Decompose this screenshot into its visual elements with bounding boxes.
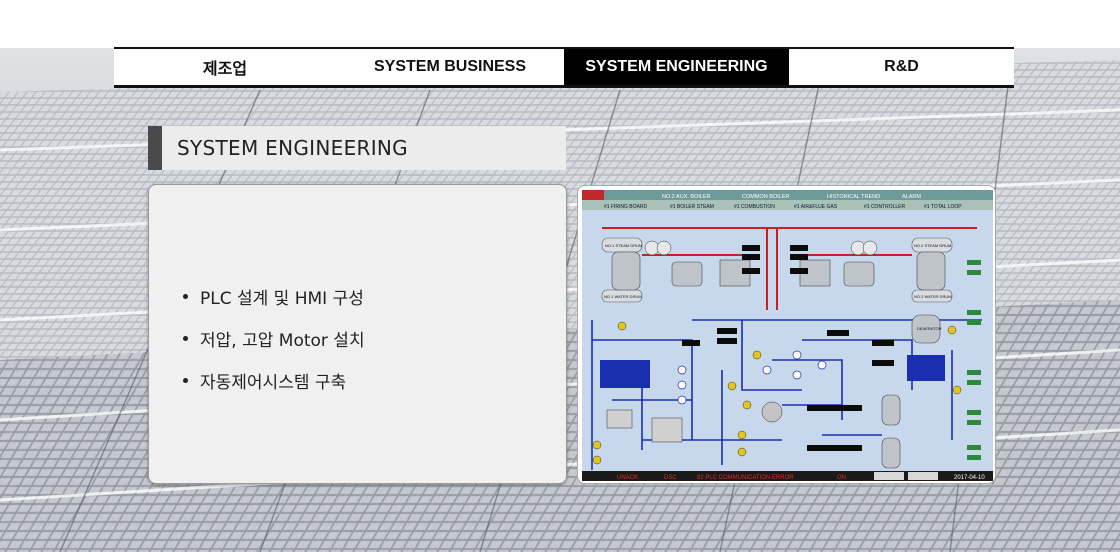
content-card: PLC 설계 및 HMI 구성 저압, 고압 Motor 설치 자동제어시스템 … bbox=[148, 184, 567, 484]
hmi-label: NO.2 STEAM DRUM bbox=[914, 243, 951, 248]
hmi-label: DEAERATOR bbox=[917, 326, 942, 331]
main-nav: 제조업 SYSTEM BUSINESS SYSTEM ENGINEERING R… bbox=[114, 47, 1014, 88]
hmi-tab: ALARM bbox=[902, 194, 921, 200]
hmi-label: NO.1 WATER DRUM bbox=[604, 294, 642, 299]
hmi-subtab: #1 COMBUSTION bbox=[734, 204, 775, 210]
section-title: SYSTEM ENGINEERING bbox=[177, 136, 408, 160]
hmi-screenshot: NO.2 AUX. BOILER COMMON BOILER HISTORICA… bbox=[582, 190, 993, 481]
hmi-screenshot-frame: NO.2 AUX. BOILER COMMON BOILER HISTORICA… bbox=[577, 185, 996, 484]
hmi-subtab: #1 CONTROLLER bbox=[864, 204, 906, 210]
hmi-subtab: #1 TOTAL LOOP bbox=[924, 204, 962, 210]
hmi-status-error: 82 PLC COMMUNICATION ERROR bbox=[697, 475, 794, 481]
feature-list: PLC 설계 및 HMI 구성 저압, 고압 Motor 설치 자동제어시스템 … bbox=[183, 275, 365, 401]
hmi-tab: HISTORICAL TREND bbox=[827, 194, 880, 200]
hmi-tab: NO.2 AUX. BOILER bbox=[662, 194, 711, 200]
nav-item-system-business[interactable]: SYSTEM BUSINESS bbox=[373, 58, 527, 75]
hmi-subtab: #1 BOILER STEAM bbox=[670, 204, 714, 210]
list-item: PLC 설계 및 HMI 구성 bbox=[183, 275, 365, 317]
nav-item-system-engineering[interactable]: SYSTEM ENGINEERING bbox=[564, 49, 789, 85]
hmi-label: NO.2 WATER DRUM bbox=[914, 294, 952, 299]
section-title-box: SYSTEM ENGINEERING bbox=[148, 126, 566, 170]
list-item: 자동제어시스템 구축 bbox=[183, 359, 365, 401]
nav-item-rnd[interactable]: R&D bbox=[884, 58, 919, 75]
list-item: 저압, 고압 Motor 설치 bbox=[183, 317, 365, 359]
hmi-status-date: 2017-04-10 bbox=[954, 475, 985, 481]
nav-item-manufacturing[interactable]: 제조업 bbox=[202, 61, 248, 78]
hmi-status-dsc: DSC bbox=[664, 475, 677, 481]
hmi-label: NO.1 STEAM DRUM bbox=[605, 243, 642, 248]
hmi-subtab: #1 AIR&FLUE GAS bbox=[794, 204, 838, 210]
hmi-subtab: #1 FIRING BOARD bbox=[604, 204, 647, 210]
header-blank-area bbox=[0, 0, 1120, 48]
hmi-status-unack: UNACK bbox=[617, 475, 638, 481]
hmi-tab: COMMON BOILER bbox=[742, 194, 789, 200]
hmi-status-on: ON bbox=[837, 475, 846, 481]
